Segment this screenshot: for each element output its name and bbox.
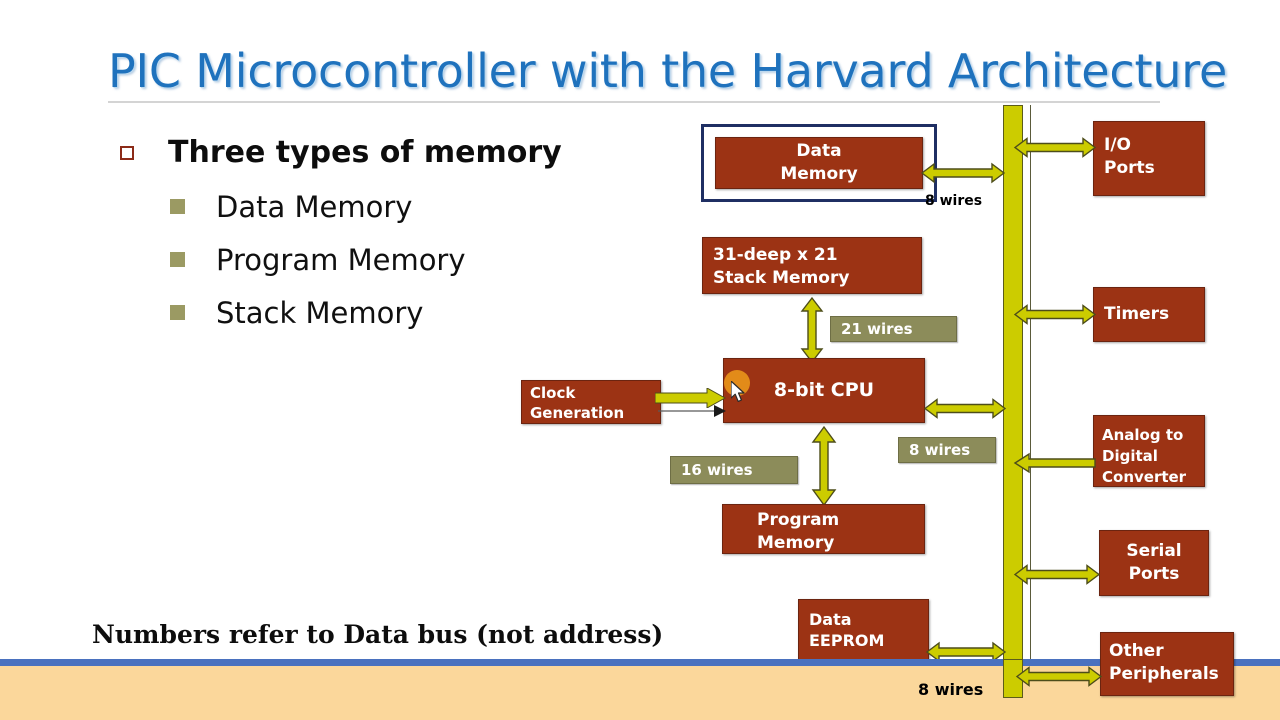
wire-label-data-memory: 8 wires (925, 193, 983, 209)
block-stack-memory[interactable]: 31-deep x 21 Stack Memory (702, 237, 922, 294)
bus-guide-line (1030, 105, 1031, 698)
block-timers[interactable]: Timers (1093, 287, 1205, 342)
arrow-bus-serial-ports (1013, 564, 1101, 585)
bullet-marker-sub-1 (170, 199, 185, 214)
arrow-bus-io-ports (1013, 137, 1097, 158)
bullet-sub-3: Stack Memory (216, 296, 424, 330)
block-io-ports[interactable]: I/O Ports (1093, 121, 1205, 196)
footnote-text: Numbers refer to Data bus (not address) (92, 620, 664, 649)
wire-label-cpu-bus: 8 wires (898, 437, 996, 463)
arrow-stack-cpu (800, 296, 824, 364)
block-program-memory[interactable]: Program Memory (722, 504, 925, 554)
block-data-memory[interactable]: Data Memory (715, 137, 923, 189)
bullet-marker-main (120, 146, 134, 160)
title-divider (108, 101, 1160, 103)
arrow-eeprom-bus (925, 641, 1007, 663)
block-clock-generation[interactable]: Clock Generation (521, 380, 661, 424)
arrow-clock-cpu (655, 388, 727, 408)
bullet-marker-sub-3 (170, 305, 185, 320)
footer-accent-line (0, 659, 1280, 666)
arrow-data-memory-bus (920, 162, 1006, 184)
page-title: PIC Microcontroller with the Harvard Arc… (108, 44, 1228, 98)
block-other-peripherals[interactable]: Other Peripherals (1100, 632, 1234, 696)
bullet-main: Three types of memory (168, 135, 562, 170)
arrow-cpu-bus (923, 398, 1007, 419)
bullet-marker-sub-2 (170, 252, 185, 267)
arrow-adc-bus (1013, 452, 1096, 474)
arrow-bus-timers (1013, 304, 1097, 325)
bullet-sub-1: Data Memory (216, 190, 413, 224)
wire-label-stack-cpu: 21 wires (830, 316, 957, 342)
wire-label-eeprom-bus: 8 wires (918, 680, 984, 699)
block-adc[interactable]: Analog to Digital Converter (1093, 415, 1205, 487)
data-memory-highlight-outline (701, 124, 937, 202)
block-data-eeprom[interactable]: Data EEPROM (798, 599, 929, 663)
wire-label-cpu-program: 16 wires (670, 456, 798, 484)
arrow-cpu-program-memory (811, 425, 837, 507)
block-serial-ports[interactable]: Serial Ports (1099, 530, 1209, 596)
bullet-sub-2: Program Memory (216, 243, 466, 277)
arrow-clock-cpu-thin (658, 405, 726, 417)
arrow-bus-other-peripherals (1015, 666, 1103, 687)
block-cpu[interactable]: 8-bit CPU (723, 358, 925, 423)
mouse-cursor (731, 381, 745, 402)
